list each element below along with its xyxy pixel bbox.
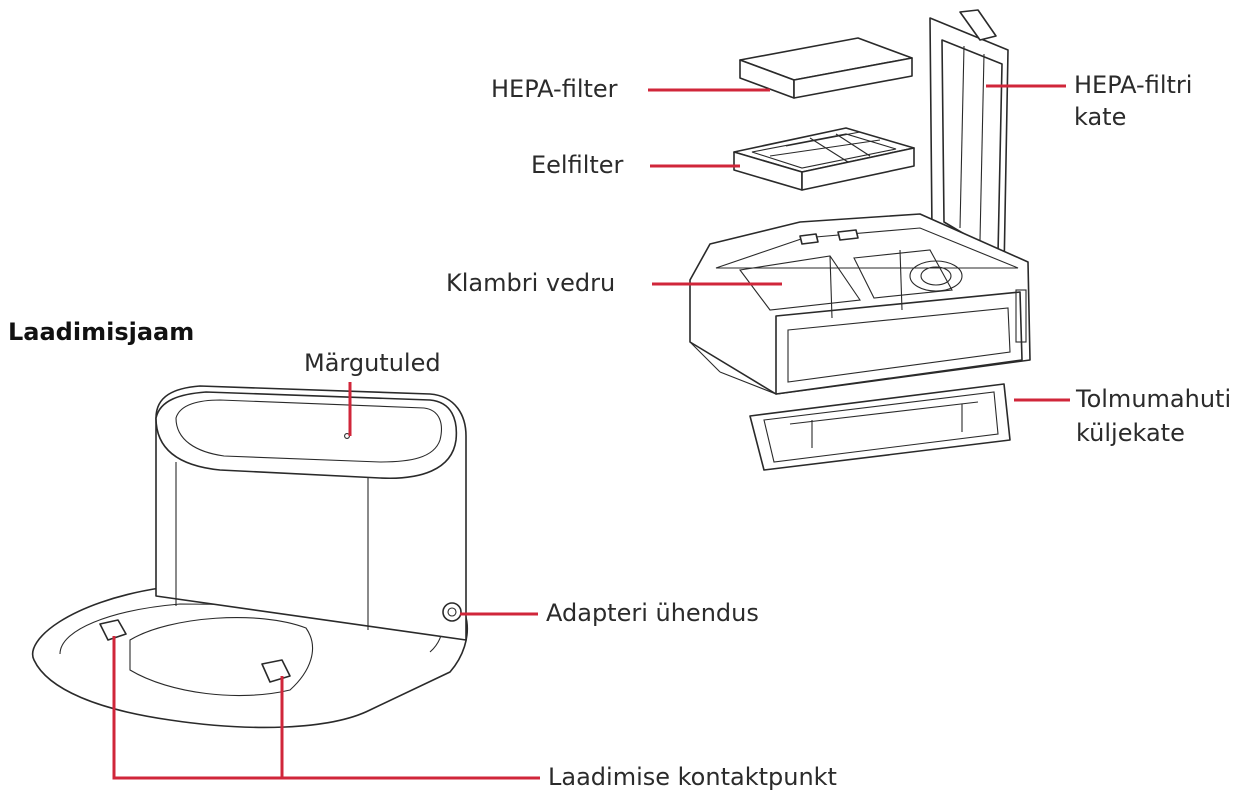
hepa-filter-drawing (739, 37, 913, 99)
section-title: Laadimisjaam (8, 318, 195, 346)
dust-side-cover-drawing (749, 383, 1011, 471)
label-pre-filter: Eelfilter (531, 151, 624, 179)
label-charging-contacts: Laadimise kontaktpunkt (548, 763, 837, 791)
label-adapter-connection: Adapteri ühendus (546, 599, 759, 627)
leader-contact-left (112, 636, 540, 780)
label-indicator-lights: Märgutuled (304, 349, 441, 377)
label-clamp-spring: Klambri vedru (446, 269, 616, 297)
label-hepa-cover-1: HEPA-filtri (1074, 71, 1193, 99)
leader-lines (112, 84, 1070, 780)
charging-station-drawing (31, 385, 468, 729)
label-hepa-cover-2: kate (1074, 103, 1127, 131)
pre-filter-drawing (733, 127, 915, 191)
label-hepa-filter: HEPA-filter (491, 75, 618, 103)
label-dust-side-cover-1: Tolmumahuti (1076, 385, 1232, 413)
label-dust-side-cover-2: küljekate (1076, 419, 1185, 447)
dust-bin-drawing (689, 213, 1031, 395)
